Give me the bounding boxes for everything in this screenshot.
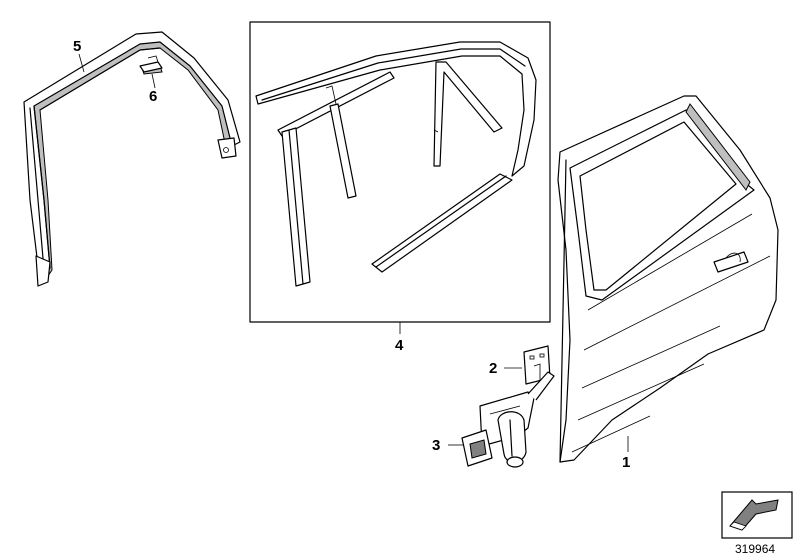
clip[interactable] xyxy=(139,55,163,75)
callout-6: 6 xyxy=(149,88,157,105)
rear-door[interactable] xyxy=(557,95,779,463)
callout-4: 4 xyxy=(395,337,404,354)
callout-5: 5 xyxy=(73,38,81,55)
leader-line-6 xyxy=(151,73,156,89)
callout-3: 3 xyxy=(432,437,440,454)
check-strap[interactable] xyxy=(461,371,555,468)
document-number: 319964 xyxy=(735,542,775,556)
window-frame-seal[interactable] xyxy=(23,31,241,287)
leader-line-5 xyxy=(78,53,85,73)
callout-1: 1 xyxy=(622,454,630,471)
trim-set[interactable] xyxy=(255,41,537,287)
callout-2: 2 xyxy=(489,360,497,377)
orientation-arrow-icon xyxy=(721,491,793,539)
